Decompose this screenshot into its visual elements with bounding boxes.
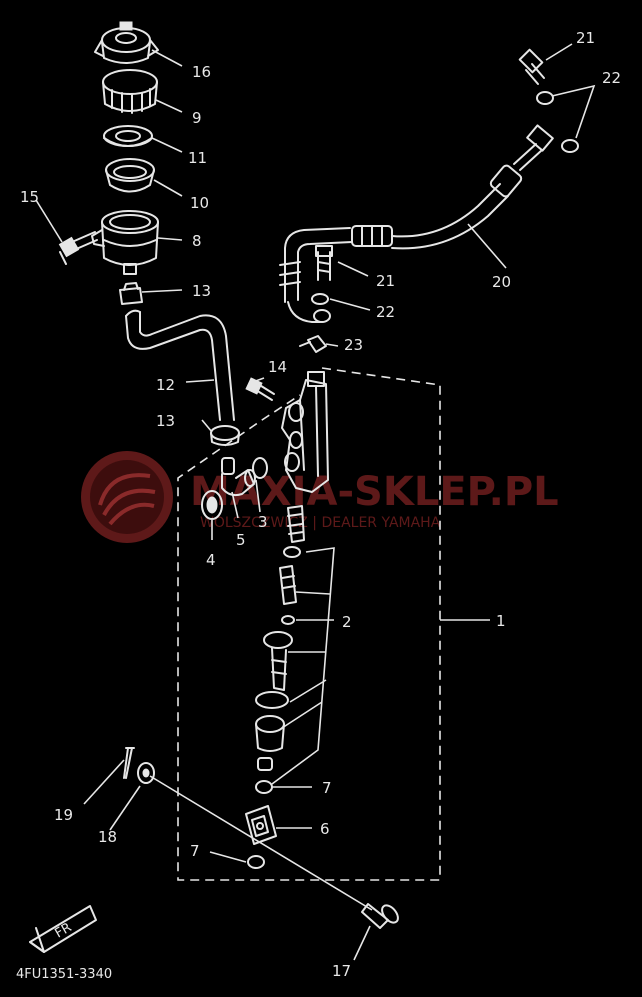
part-18-washer: [137, 762, 155, 784]
callout-c7a: 7: [322, 779, 332, 797]
callout-c6: 6: [320, 820, 330, 838]
part-13-clamp-upper: [119, 282, 143, 305]
callout-c18: 18: [98, 828, 117, 846]
leader-lines: [35, 43, 596, 961]
part-22-washer-top-a: [536, 91, 554, 105]
callout-c1: 1: [496, 612, 506, 630]
callout-c21b: 21: [376, 272, 395, 290]
watermark-subtitle: WOLSZCZWICZ | DEALER YAMAHA: [200, 515, 441, 531]
callout-c19: 19: [54, 806, 73, 824]
part-9-cap: [102, 69, 158, 114]
callout-c5: 5: [236, 531, 246, 549]
front-arrow-icon: FR: [29, 905, 97, 953]
part-10-diaphragm: [105, 158, 155, 193]
part-21-bolt-top: [518, 48, 545, 85]
part-8-reservoir: [91, 210, 159, 275]
callout-c13a: 13: [192, 282, 211, 300]
callout-c9: 9: [192, 109, 202, 127]
callout-c2: 2: [342, 613, 352, 631]
callout-c15: 15: [20, 188, 39, 206]
part-17-pin: [361, 903, 399, 929]
callout-c17: 17: [332, 962, 351, 980]
callout-c3: 3: [258, 513, 268, 531]
callout-c13b: 13: [156, 412, 175, 430]
part-11-plate: [103, 125, 153, 147]
callout-c12: 12: [156, 376, 175, 394]
part-7-nut-lower: [247, 855, 265, 869]
part-22-washer-top-b: [561, 139, 579, 153]
drawing-code: 4FU1351-3340: [16, 967, 112, 982]
part-14-bolt: [245, 377, 275, 401]
part-22-washer-mid: [311, 293, 329, 305]
pin-axis-line: [149, 775, 373, 911]
master-cylinder-body: [281, 371, 329, 493]
part-19-cotter-pin: [123, 747, 135, 779]
callout-c21a: 21: [576, 29, 595, 47]
part-2-piston-kit: [255, 505, 305, 771]
callout-c8: 8: [192, 232, 202, 250]
callout-c11: 11: [188, 149, 207, 167]
part-5-joint: [221, 457, 256, 497]
part-7-nut-upper: [255, 780, 273, 794]
part-21-bolt-mid: [315, 245, 333, 281]
part-12-hose: [125, 309, 235, 421]
part-3-o-ring: [252, 457, 268, 479]
callout-c14: 14: [268, 358, 287, 376]
callout-c16: 16: [192, 63, 211, 81]
part-13-clamp-lower: [210, 425, 240, 446]
callout-c23: 23: [344, 336, 363, 354]
callout-c20: 20: [492, 273, 511, 291]
part-23-fitting: [299, 335, 327, 353]
callout-c22b: 22: [376, 303, 395, 321]
part-16-cap-cover: [94, 21, 159, 64]
front-marker-label: FR: [53, 920, 75, 941]
part-20-brake-hose: [279, 124, 554, 323]
part-15-bolt: [58, 231, 98, 265]
watermark: MAXIA-SKLEP.PL WOLSZCZWICZ | DEALER YAMA…: [81, 451, 559, 543]
part-6-clevis: [245, 805, 277, 845]
callout-c10: 10: [190, 194, 209, 212]
part-4-cap: [201, 490, 223, 520]
callout-c4: 4: [206, 551, 216, 569]
callout-c7b: 7: [190, 842, 200, 860]
callout-c22a: 22: [602, 69, 621, 87]
assembly-1-boundary: [177, 367, 441, 881]
